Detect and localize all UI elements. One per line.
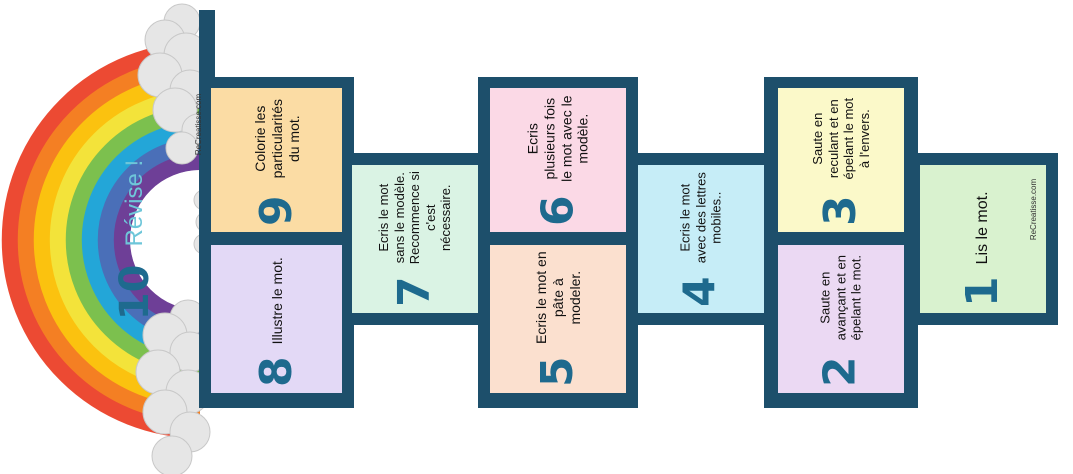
rainbow-band	[49, 89, 201, 391]
square-2: 2 Saute en avançant et en épelant le mot.	[778, 245, 904, 393]
rainbow-band	[65, 105, 201, 375]
square-content: 6 Ecris plusieurs fois le mot avec le mod…	[524, 94, 591, 227]
rainbow-band	[113, 153, 201, 327]
top-cloud	[137, 3, 215, 165]
square-content: 7 Ecris le mot sans le modèle. Recommence…	[376, 171, 454, 307]
revise-area: 10 Révise !	[70, 160, 200, 320]
rainbow-band	[17, 57, 201, 423]
square-instruction: Illustre le mot.	[268, 257, 285, 345]
square-instruction: Saute en reculant et en épelant le mot à…	[809, 97, 872, 180]
square-content: 4 Ecris le mot avec des lettres mobiles..	[675, 171, 726, 307]
square-6: 6 Ecris plusieurs fois le mot avec le mod…	[490, 88, 626, 232]
square-instruction: Ecris le mot en pâte à modeler.	[532, 251, 583, 344]
square-1: 1 Lis le mot.	[920, 165, 1046, 313]
square-5: 5 Ecris le mot en pâte à modeler.	[490, 245, 626, 393]
square-number: 5	[531, 356, 583, 387]
square-content: 3 Saute en reculant et en épelant le mot …	[810, 94, 872, 226]
square-content: 9 Colorie les particularités du mot.	[250, 94, 302, 226]
square-content: 1 Lis le mot.	[957, 171, 1008, 307]
square-number: 6	[532, 195, 583, 226]
square-instruction: Ecris le mot sans le modèle. Recommence …	[376, 171, 454, 265]
square-number: 4	[675, 276, 726, 307]
square-content: 8 Illustre le mot.	[250, 251, 302, 387]
square-number: 2	[815, 356, 866, 387]
square-8: 8 Illustre le mot.	[211, 245, 342, 393]
revise-label: Révise !	[121, 159, 148, 247]
square-number: 7	[389, 276, 440, 307]
square-instruction: Saute en avançant et en épelant le mot.	[817, 255, 864, 341]
rainbow-bands	[1, 41, 201, 439]
revise-number: 10	[112, 264, 158, 321]
square-4: 4 Ecris le mot avec des lettres mobiles..	[638, 165, 764, 313]
square-instruction: Colorie les particularités du mot.	[251, 99, 301, 179]
square-content: 5 Ecris le mot en pâte à modeler.	[531, 251, 583, 387]
watermark-left: ReCreatisse.com	[194, 93, 204, 156]
square-9: 9 Colorie les particularités du mot.	[211, 88, 342, 232]
square-instruction: Ecris le mot avec des lettres mobiles..	[677, 172, 724, 264]
rainbow-band	[33, 73, 201, 407]
square-number: 8	[250, 356, 302, 387]
watermark-right: ReCreatisse.com	[1029, 178, 1039, 241]
rainbow-band	[1, 41, 201, 439]
square-3: 3 Saute en reculant et en épelant le mot …	[778, 88, 904, 232]
square-content: 2 Saute en avançant et en épelant le mot.	[815, 251, 866, 387]
rainbow-inner	[130, 170, 200, 310]
square-number: 1	[957, 276, 1008, 307]
square-instruction: Lis le mot.	[974, 191, 992, 265]
square-number: 3	[815, 195, 866, 226]
square-number: 9	[250, 195, 302, 226]
square-7: 7 Ecris le mot sans le modèle. Recommence…	[352, 165, 478, 313]
square-instruction: Ecris plusieurs fois le mot avec le modè…	[524, 95, 591, 182]
